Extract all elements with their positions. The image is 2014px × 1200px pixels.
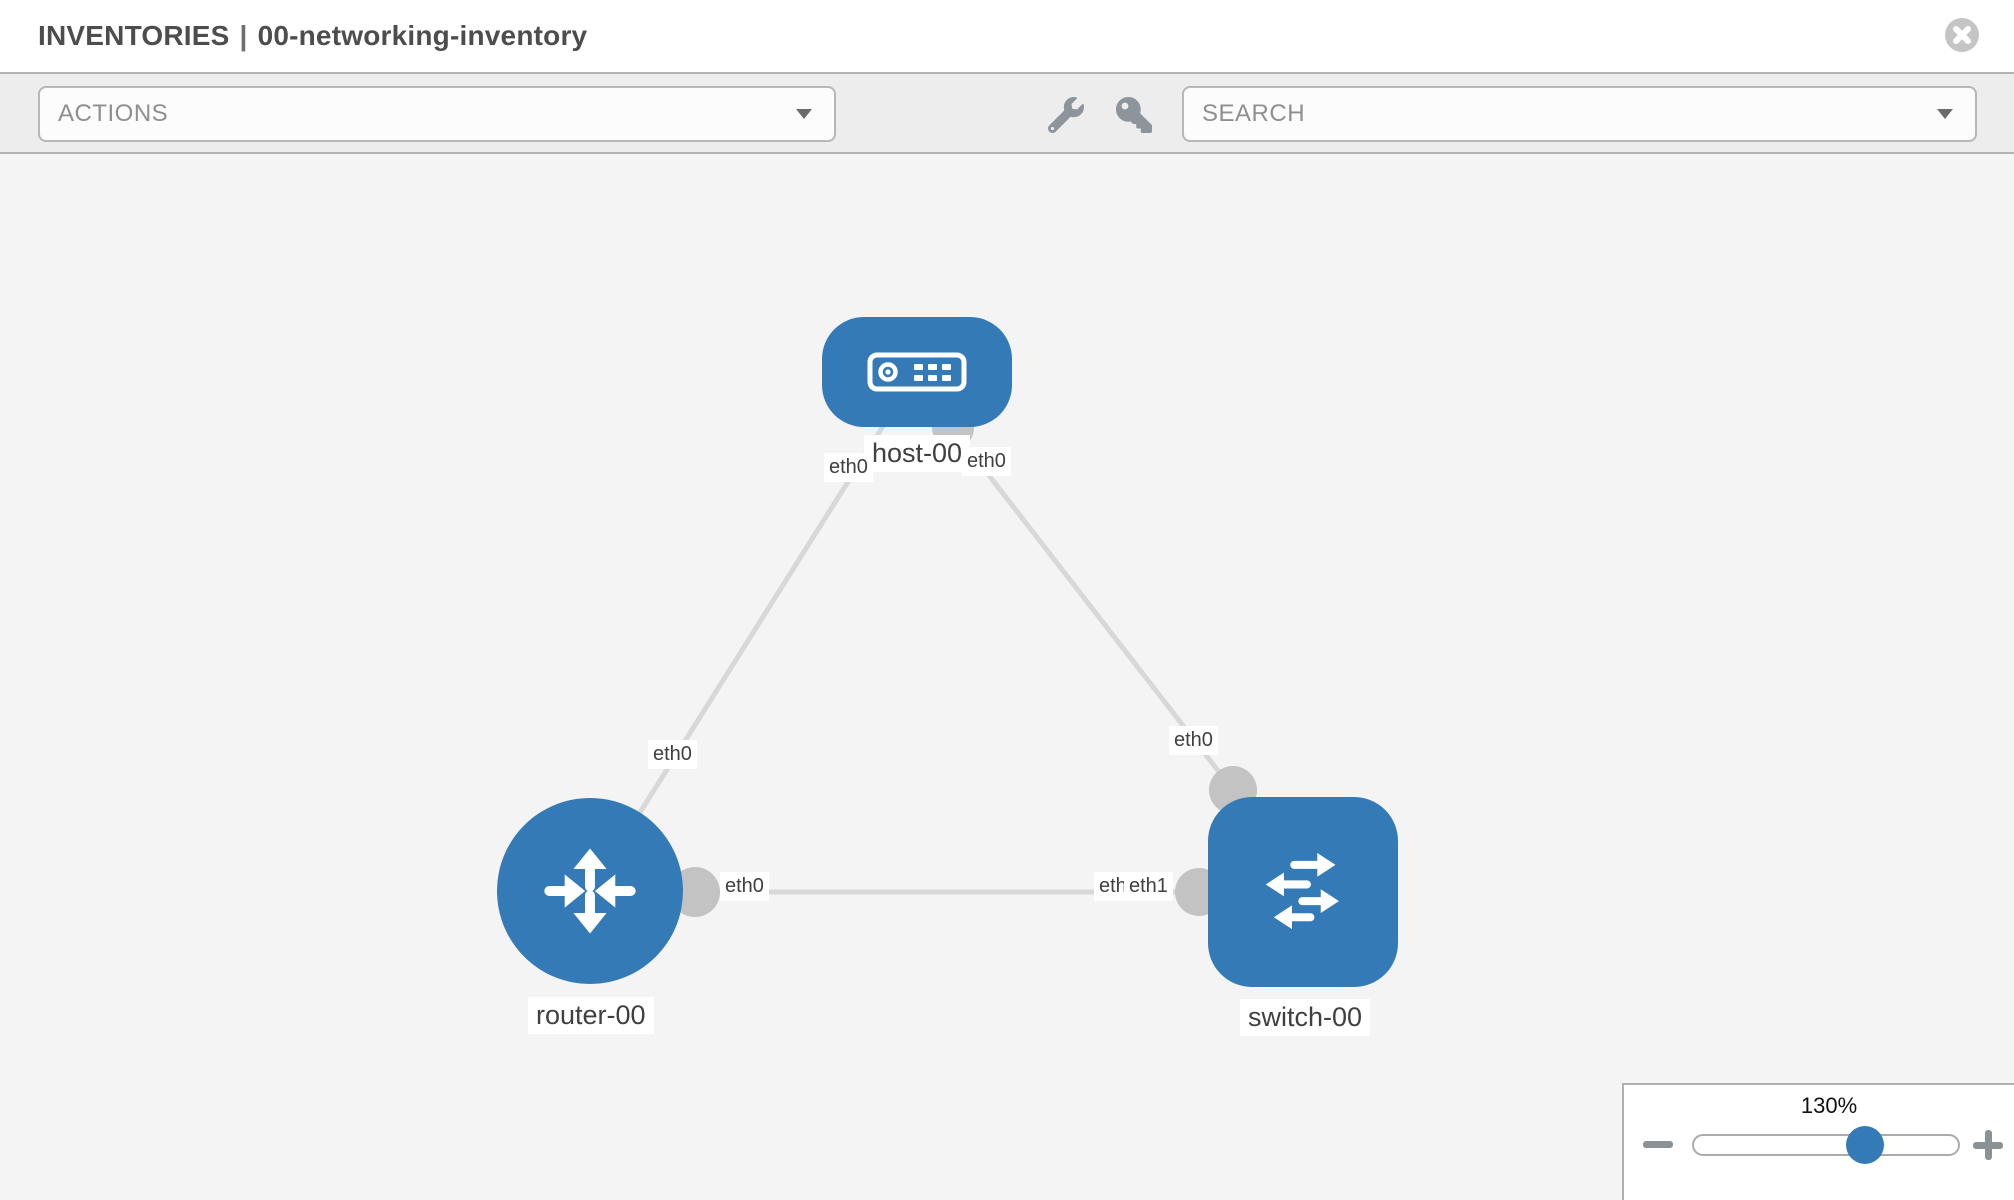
zoom-level: 130% [1800,1093,1858,1118]
inventory-name: 00-networking-inventory [257,20,588,51]
zoom-panel: 130% [1622,1083,2014,1200]
node-router-00[interactable] [497,798,683,984]
interface-label-router-right: eth0 [720,872,769,901]
chevron-down-icon [1937,109,1953,119]
wrench-icon [1047,97,1084,134]
chevron-down-icon [796,109,812,119]
search-dropdown-label: SEARCH [1202,100,1306,127]
breadcrumb-section: INVENTORIES [38,20,230,51]
close-icon [1945,18,1979,52]
interface-label-router-top: eth0 [648,740,697,769]
node-host-00[interactable] [822,317,1012,427]
interface-label-switch-top: eth0 [1169,726,1218,755]
wrench-button[interactable] [1047,97,1084,134]
topology-canvas[interactable]: host-00 router-00 switch-00 eth0 eth0 et… [0,154,2014,1200]
host-icon [867,352,967,392]
node-label-host: host-00 [864,435,971,472]
actions-dropdown-label: ACTIONS [58,100,169,127]
search-dropdown[interactable]: SEARCH [1182,86,1977,142]
interface-label-switch-left: eth1 [1124,872,1173,901]
links-layer [587,370,1303,895]
router-icon [544,848,636,934]
node-label-switch: switch-00 [1240,999,1371,1036]
zoom-in-button[interactable] [1973,1130,2003,1160]
close-button[interactable] [1944,17,1980,53]
interface-label-host-left: eth0 [824,453,873,482]
key-button[interactable] [1116,97,1152,133]
toolbar: ACTIONS SEARCH [0,72,2014,154]
actions-dropdown[interactable]: ACTIONS [38,86,836,142]
key-icon [1116,97,1152,133]
zoom-slider-handle[interactable] [1846,1126,1884,1164]
interface-label-host-right: eth0 [962,447,1011,476]
header: INVENTORIES | 00-networking-inventory [0,0,2014,72]
zoom-slider-track[interactable] [1692,1134,1960,1156]
node-switch-00[interactable] [1208,797,1398,987]
breadcrumb-separator: | [239,20,248,51]
switch-icon [1265,852,1339,929]
node-label-router: router-00 [528,997,654,1034]
zoom-out-button[interactable] [1643,1141,1673,1148]
page-title: INVENTORIES | 00-networking-inventory [38,0,587,72]
